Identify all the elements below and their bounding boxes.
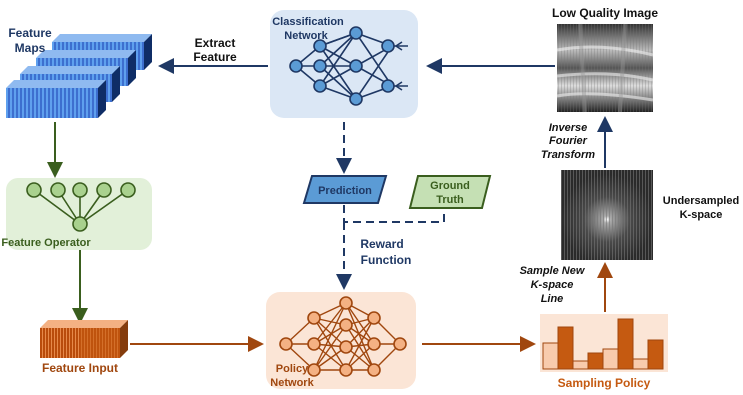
prediction-box [302,175,388,204]
undersampled-kspace-image [561,170,653,260]
classification-network-panel [270,10,418,118]
sample-kspace-label-1: Sample New [520,265,586,277]
feature-maps-label-2: Maps [15,41,46,55]
feature-operator-lines [33,189,129,225]
feature-operator-label: Feature Operator [1,237,91,249]
reward-function-label-1: Reward [360,237,403,251]
feature-input-block [40,320,128,358]
feature-maps-label-1: Feature [8,26,52,40]
classification-network-label-2: Network [284,30,328,42]
inverse-fourier-label-3: Transform [541,149,595,161]
ground-truth-box [408,175,492,209]
low-quality-image-label: Low Quality Image [552,6,658,20]
classification-network-nodes [289,26,395,106]
ground-truth-label-2: Truth [436,194,464,206]
feature-maps-stack [6,34,152,118]
sample-kspace-label-2: K-space [531,279,574,291]
ground-truth-label-1: Ground [430,180,470,192]
extract-feature-label-1: Extract [195,36,236,50]
feature-operator-nodes [26,182,136,232]
prediction-label: Prediction [318,185,372,197]
policy-network-label-1: Policy [276,363,309,375]
reward-connector [343,205,445,223]
inverse-fourier-label-2: Fourier [549,135,588,147]
policy-network-label-2: Network [270,377,314,389]
undersampled-kspace-label-2: K-space [680,209,723,221]
sampling-policy-label: Sampling Policy [558,376,651,390]
policy-network-nodes [279,296,407,377]
undersampled-kspace-label-1: Undersampled [663,195,739,207]
sample-kspace-label-3: Line [541,293,564,305]
classification-input-arrows [394,41,403,91]
low-quality-image [556,23,654,113]
feature-input-label: Feature Input [42,361,118,375]
inverse-fourier-label-1: Inverse [549,122,588,134]
reward-function-label-2: Function [361,253,412,267]
sampling-policy-bars [542,318,664,370]
extract-feature-label-2: Feature [193,50,237,64]
classification-network-label-1: Classification [272,16,344,28]
